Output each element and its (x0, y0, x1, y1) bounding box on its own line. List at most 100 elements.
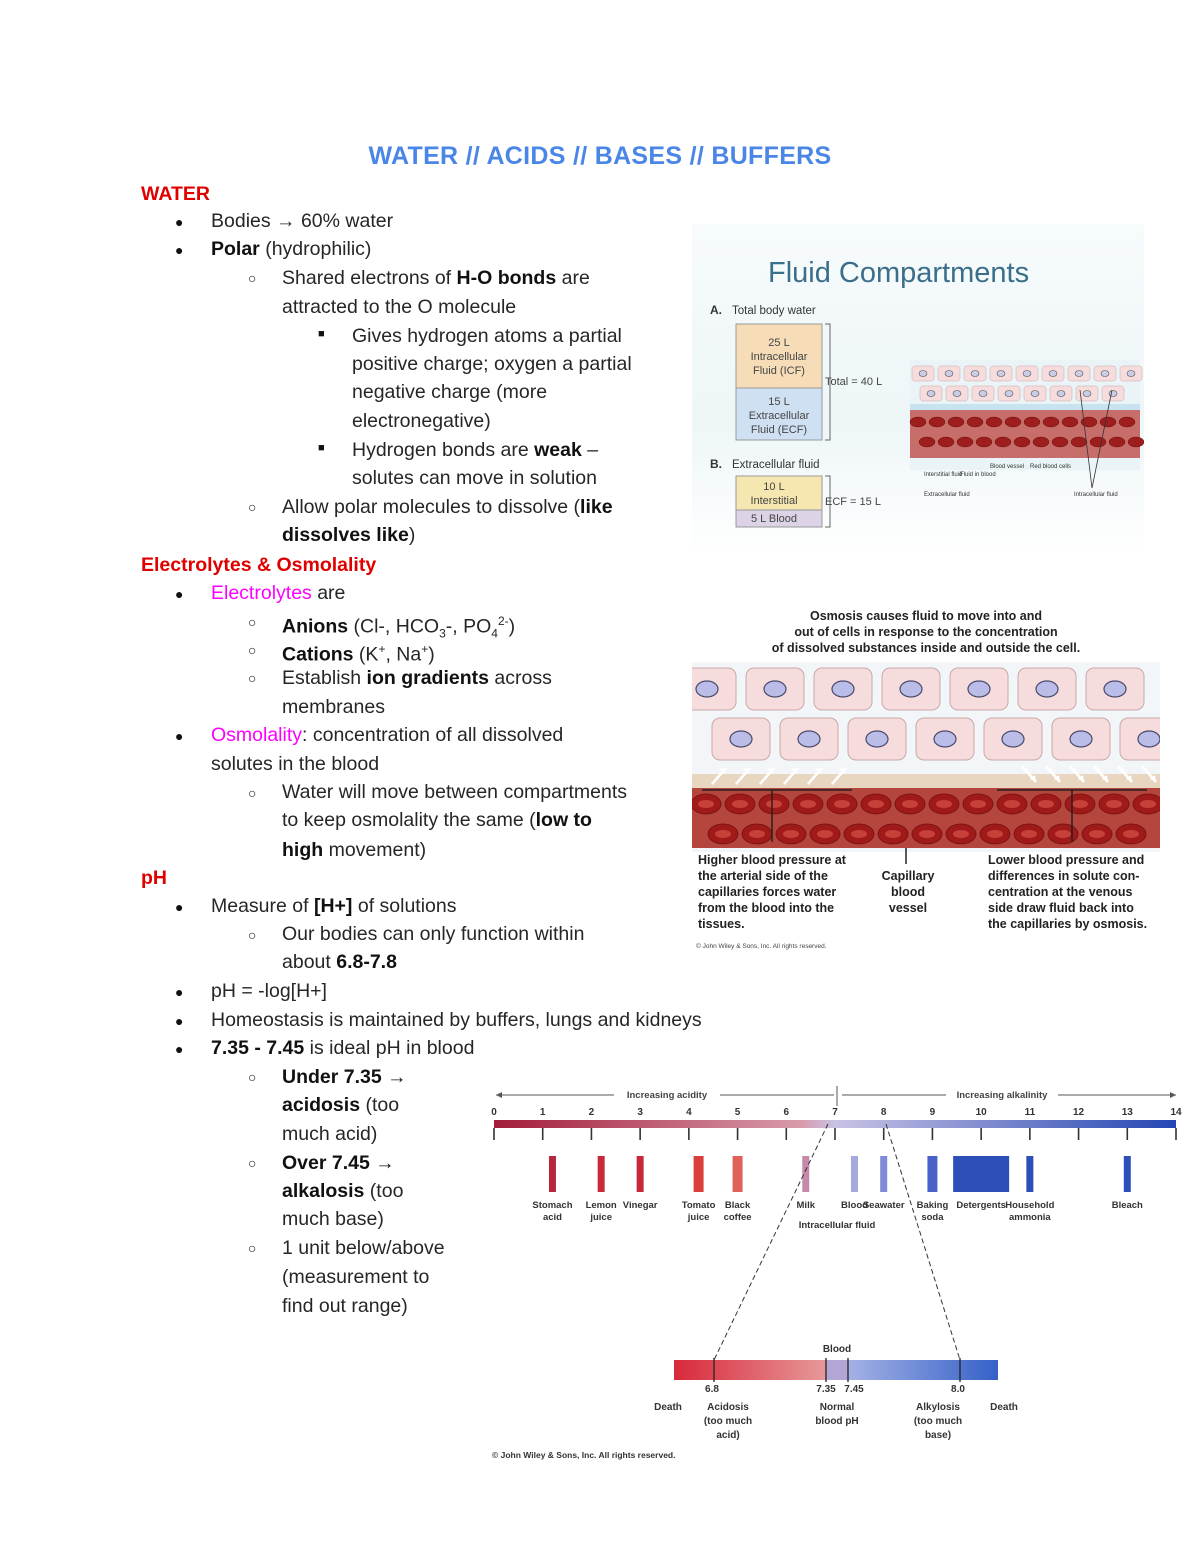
acidosis-label: acid) (716, 1430, 739, 1441)
blood-title: Blood (823, 1344, 851, 1355)
label-b: B. (710, 457, 722, 471)
ecf-text: Extracellular (749, 410, 810, 422)
cell-nucleus (1100, 370, 1110, 377)
cell-nucleus (865, 730, 889, 748)
rbc-center (698, 800, 714, 808)
alkylosis-label: base) (925, 1430, 951, 1441)
acidosis-label: Acidosis (707, 1402, 749, 1413)
osmosis-caption: out of cells in response to the concentr… (794, 625, 1057, 639)
figure-fluid-compartments: Fluid Compartments A. Total body water 2… (692, 224, 1145, 557)
bullet-circle: ○ (248, 270, 257, 286)
arrow-head (1078, 775, 1084, 782)
red-blood-cell (1042, 416, 1060, 428)
cell-nucleus (978, 390, 988, 397)
rbc-center (936, 800, 952, 808)
rbc-center (953, 830, 969, 838)
rbc-center (1140, 800, 1156, 808)
red-blood-cell (956, 436, 974, 448)
cell-nucleus (1030, 390, 1040, 397)
list-item-cont: about 6.8-7.8 (282, 951, 397, 973)
osmosis-right-text: centration at the venous (988, 885, 1133, 899)
substance-label: Blood (841, 1200, 868, 1211)
osmosis-mid-text: vessel (889, 901, 927, 915)
rbc-center (1055, 830, 1071, 838)
blood-value: 7.35 (816, 1384, 836, 1395)
tissue-label: Red blood cells (1030, 464, 1071, 470)
bullet-dot: ● (175, 214, 184, 230)
icf-text: Intracellular (751, 351, 808, 363)
bullet-dot: ● (175, 899, 184, 915)
section-heading-ph: pH (141, 867, 167, 889)
tissue-label: Blood vessel (990, 464, 1024, 470)
icf-text: 25 L (768, 337, 789, 349)
red-blood-cell (947, 416, 965, 428)
list-item-cont: positive charge; oxygen a partial (352, 353, 632, 375)
substance-label: soda (921, 1212, 944, 1223)
osmosis-right-text: side draw fluid back into (988, 901, 1134, 915)
blood-value: 6.8 (705, 1384, 719, 1395)
bullet-circle: ○ (248, 642, 257, 658)
cell-nucleus (1108, 390, 1118, 397)
fluid-compartments-svg: Fluid Compartments A. Total body water 2… (710, 257, 1145, 528)
cell-nucleus (797, 730, 821, 748)
section-heading-electrolytes: Electrolytes & Osmolality (141, 554, 377, 576)
red-blood-cell (966, 416, 984, 428)
osmosis-left-text: Higher blood pressure at (698, 853, 847, 867)
ecf-text: 15 L (768, 396, 789, 408)
tissue-label: Interstitial fluid (924, 472, 962, 478)
ph-tick-label: 11 (1025, 1107, 1036, 1118)
rbc-center (766, 800, 782, 808)
bullet-circle: ○ (248, 670, 257, 686)
rbc-center (715, 830, 731, 838)
cell-nucleus (1022, 370, 1032, 377)
figure-osmosis: Osmosis causes fluid to move into and ou… (677, 602, 1179, 954)
ph-tick-label: 6 (784, 1107, 790, 1118)
substance-bar (732, 1156, 743, 1192)
list-item-cont: solutes can move in solution (352, 467, 597, 489)
cell-nucleus (1056, 390, 1066, 397)
bullet-circle: ○ (248, 499, 257, 515)
tissue-label: Intracellular fluid (1074, 492, 1118, 498)
osmosis-left-text: the arterial side of the (698, 869, 828, 883)
arrow-head (743, 768, 750, 774)
rbc-center (868, 800, 884, 808)
list-item-cont: attracted to the O molecule (282, 296, 517, 318)
list-item: Shared electrons of H-O bonds are (282, 267, 590, 289)
ecf-bracket (825, 475, 831, 528)
substance-label: Baking (917, 1200, 949, 1211)
total-bracket (825, 323, 831, 441)
list-item: Our bodies can only function within (282, 923, 585, 945)
bullet-circle: ○ (248, 785, 257, 801)
cell-nucleus (1103, 680, 1127, 698)
substance-label: Black (725, 1200, 751, 1211)
intracellular-label: Intracellular fluid (799, 1220, 876, 1231)
list-item: Hydrogen bonds are weak – (352, 439, 599, 461)
red-blood-cell (975, 436, 993, 448)
list-item-cont: much acid) (282, 1123, 378, 1145)
cell-nucleus (1126, 370, 1136, 377)
cell-nucleus (1082, 390, 1092, 397)
rbc-center (817, 830, 833, 838)
tissue-diagram: Interstitial fluid Fluid in blood Blood … (909, 360, 1145, 498)
substance-bar (548, 1156, 556, 1192)
arrow-head (791, 768, 798, 774)
cell-nucleus (1069, 730, 1093, 748)
substance-label: Tomato (682, 1200, 716, 1211)
icf-box (735, 323, 823, 389)
list-item-cont: negative charge (more (352, 381, 548, 403)
rbc-center (749, 830, 765, 838)
list-item-cont: high movement) (282, 839, 427, 861)
list-item: Establish ion gradients across (282, 667, 552, 689)
cell-nucleus (967, 680, 991, 698)
tissue-label: Fluid in blood (960, 472, 996, 478)
cell-nucleus (729, 730, 753, 748)
fig-title: Fluid Compartments (768, 257, 1029, 289)
substance-bar (693, 1156, 704, 1192)
list-item-cont: acidosis (too (282, 1094, 400, 1116)
normal-range (826, 1360, 848, 1380)
arrow-head (1030, 775, 1036, 782)
list-item-cont: (measurement to (282, 1266, 430, 1288)
osmosis-left-text: tissues. (698, 917, 745, 931)
death-left: Death (654, 1402, 682, 1413)
cell-nucleus (1001, 730, 1025, 748)
